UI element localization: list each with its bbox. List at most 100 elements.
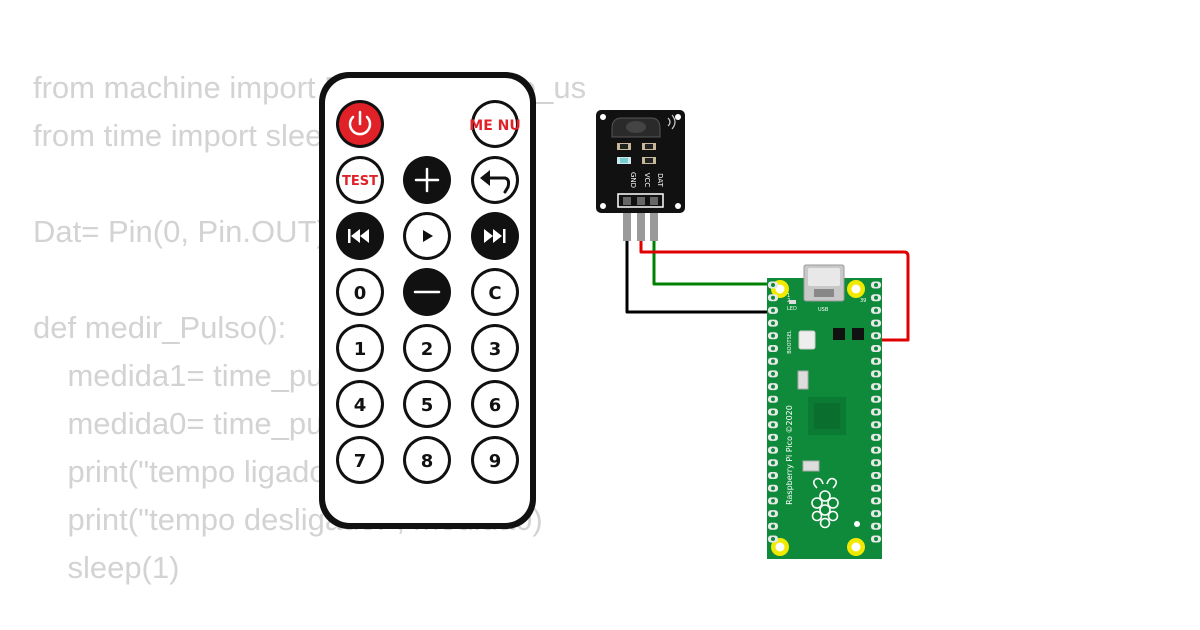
vcc-pin-header: [637, 205, 645, 241]
vcc-wire[interactable]: [639, 205, 910, 342]
pin-hole: [771, 498, 775, 503]
pin-hole: [771, 511, 775, 516]
gnd-pin-header: [623, 205, 631, 241]
pin-hole: [874, 283, 878, 287]
menu-button[interactable]: ME NU: [469, 100, 521, 148]
pin-hole: [874, 333, 878, 338]
pin-hole: [771, 397, 775, 402]
ir-remote[interactable]: ME NU TEST: [319, 72, 536, 529]
bootsel-label: BOOTSEL: [787, 330, 793, 354]
pico-pin-pads: [768, 281, 881, 543]
key-8-button[interactable]: 8: [403, 436, 451, 484]
pin-hole: [874, 359, 878, 364]
rewind-icon: [348, 229, 369, 243]
signal-icon: [667, 114, 676, 130]
pin-hole: [771, 321, 775, 326]
back-arrow-icon: [480, 170, 511, 194]
pin-hole: [874, 498, 878, 503]
rewind-button[interactable]: [336, 212, 384, 260]
led-indicator: [789, 300, 796, 304]
pin-hole: [771, 359, 775, 364]
pin-hole: [874, 384, 878, 389]
key-4-label: 4: [354, 395, 367, 416]
pin-hole: [771, 371, 775, 376]
test-button[interactable]: TEST: [336, 156, 384, 204]
pin-hole: [874, 308, 878, 313]
pin-hole: [771, 460, 775, 465]
pin-hole: [874, 460, 878, 465]
play-icon: [423, 230, 433, 242]
key-2-label: 2: [421, 339, 434, 360]
pin-hole: [771, 346, 775, 351]
pin-label-39: 39: [860, 298, 866, 304]
pin-hole: [874, 473, 878, 478]
pin-hole: [874, 410, 878, 414]
wires: [623, 205, 910, 342]
key-c-button[interactable]: C: [471, 268, 519, 316]
key-0-button[interactable]: 0: [336, 268, 384, 316]
play-button[interactable]: [403, 212, 451, 260]
key-7-label: 7: [354, 451, 367, 472]
pin-hole: [874, 422, 878, 427]
fast-forward-button[interactable]: [471, 212, 519, 260]
key-2-button[interactable]: 2: [403, 324, 451, 372]
ir-pin-label-gnd: GND: [629, 172, 637, 188]
ir-pin-label-dat: DAT: [656, 173, 664, 188]
raspberry-pi-pico[interactable]: 1 2 39 LED USB BOOTSEL Raspberry Pi Pico…: [767, 264, 882, 559]
pin-hole: [771, 283, 775, 287]
pin-hole: [771, 486, 775, 491]
key-6-button[interactable]: 6: [471, 380, 519, 428]
plus-button[interactable]: [403, 156, 451, 204]
pin-hole: [771, 537, 775, 541]
key-9-button[interactable]: 9: [471, 436, 519, 484]
key-1-button[interactable]: 1: [336, 324, 384, 372]
pin-hole: [771, 422, 775, 427]
test-button-label: TEST: [342, 174, 378, 189]
pin-hole: [874, 524, 878, 529]
pin-hole: [771, 333, 775, 338]
key-6-label: 6: [489, 395, 502, 416]
key-c-label: C: [488, 283, 501, 304]
led-label: LED: [787, 306, 797, 312]
key-5-label: 5: [421, 395, 434, 416]
key-0-label: 0: [354, 283, 367, 304]
back-button[interactable]: [471, 156, 519, 204]
pin-hole: [874, 346, 878, 351]
pin-hole: [771, 410, 775, 414]
dat-wire[interactable]: [652, 205, 782, 286]
menu-button-label: ME NU: [469, 118, 520, 134]
plus-icon: [414, 167, 440, 193]
code-line: Dat= Pin(0, Pin.OUT): [33, 214, 327, 249]
usb-label: USB: [818, 307, 829, 313]
dat-pin-header: [650, 205, 658, 241]
pin-hole: [874, 486, 878, 491]
key-4-button[interactable]: 4: [336, 380, 384, 428]
pico-name-label: Raspberry Pi Pico ©2020: [785, 405, 794, 505]
pin-hole: [874, 397, 878, 402]
pin-hole: [874, 448, 878, 453]
raspberry-pi-logo-icon: [811, 477, 839, 529]
pin-hole: [874, 295, 878, 300]
key-8-label: 8: [421, 451, 434, 472]
pin-hole: [771, 308, 775, 313]
pin-hole: [771, 384, 775, 389]
pin-hole: [771, 524, 775, 529]
pin-hole: [874, 537, 878, 541]
key-3-button[interactable]: 3: [471, 324, 519, 372]
pin-hole: [874, 321, 878, 326]
bootsel-button[interactable]: [798, 330, 816, 350]
power-button[interactable]: [336, 100, 384, 148]
pin-hole: [874, 511, 878, 516]
ir-receiver-module[interactable]: GND VCC DAT: [596, 110, 685, 213]
ir-pin-label-vcc: VCC: [643, 173, 651, 188]
key-7-button[interactable]: 7: [336, 436, 384, 484]
pin-hole: [874, 371, 878, 376]
key-5-button[interactable]: 5: [403, 380, 451, 428]
pin-label-1: 1: [787, 293, 790, 299]
key-1-label: 1: [354, 339, 367, 360]
key-9-label: 9: [489, 451, 502, 472]
pin-hole: [771, 448, 775, 453]
code-line: def medir_Pulso():: [33, 310, 287, 345]
minus-button[interactable]: [403, 268, 451, 316]
